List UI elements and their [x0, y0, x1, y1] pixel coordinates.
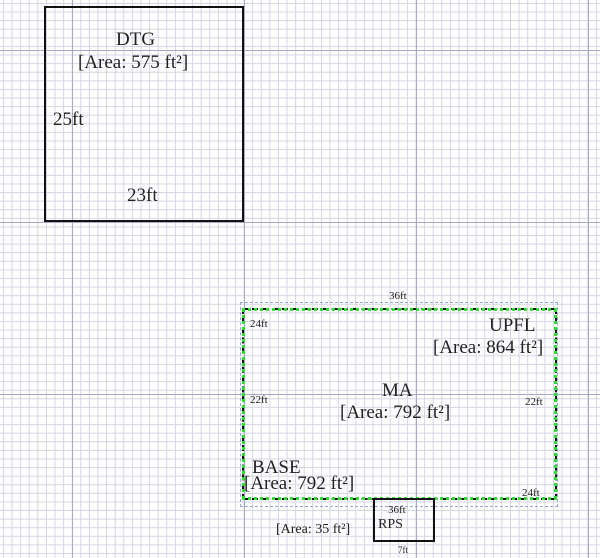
- room-rps[interactable]: [373, 498, 435, 542]
- upfl-area: [Area: 864 ft²]: [433, 337, 544, 358]
- rps-bottom-label: 7ft: [398, 545, 408, 555]
- rps-name: RPS: [378, 517, 403, 532]
- dtg-name: DTG: [116, 29, 156, 50]
- ma-name: MA: [382, 380, 413, 401]
- ma-area: [Area: 792 ft²]: [340, 402, 451, 423]
- room-dtg[interactable]: [44, 6, 244, 222]
- dtg-width-label: 23ft: [127, 185, 158, 206]
- ma-right-label: 22ft: [525, 396, 543, 408]
- base-name: BASE: [252, 457, 301, 478]
- dtg-area: [Area: 575 ft²]: [78, 52, 189, 73]
- upfl-left-label: 24ft: [250, 318, 268, 330]
- upfl-bottom-label: 24ft: [522, 487, 540, 499]
- dtg-height-label: 25ft: [53, 109, 84, 130]
- upfl-name: UPFL: [489, 315, 536, 336]
- selection-outline: [240, 302, 558, 507]
- base-area: [Area: 792 ft²]: [244, 473, 355, 494]
- upfl-top-label: 36ft: [389, 290, 407, 302]
- base-bottom-label: 36ft: [388, 504, 406, 516]
- ma-left-label: 22ft: [250, 394, 268, 406]
- rps-area: [Area: 35 ft²]: [276, 522, 351, 537]
